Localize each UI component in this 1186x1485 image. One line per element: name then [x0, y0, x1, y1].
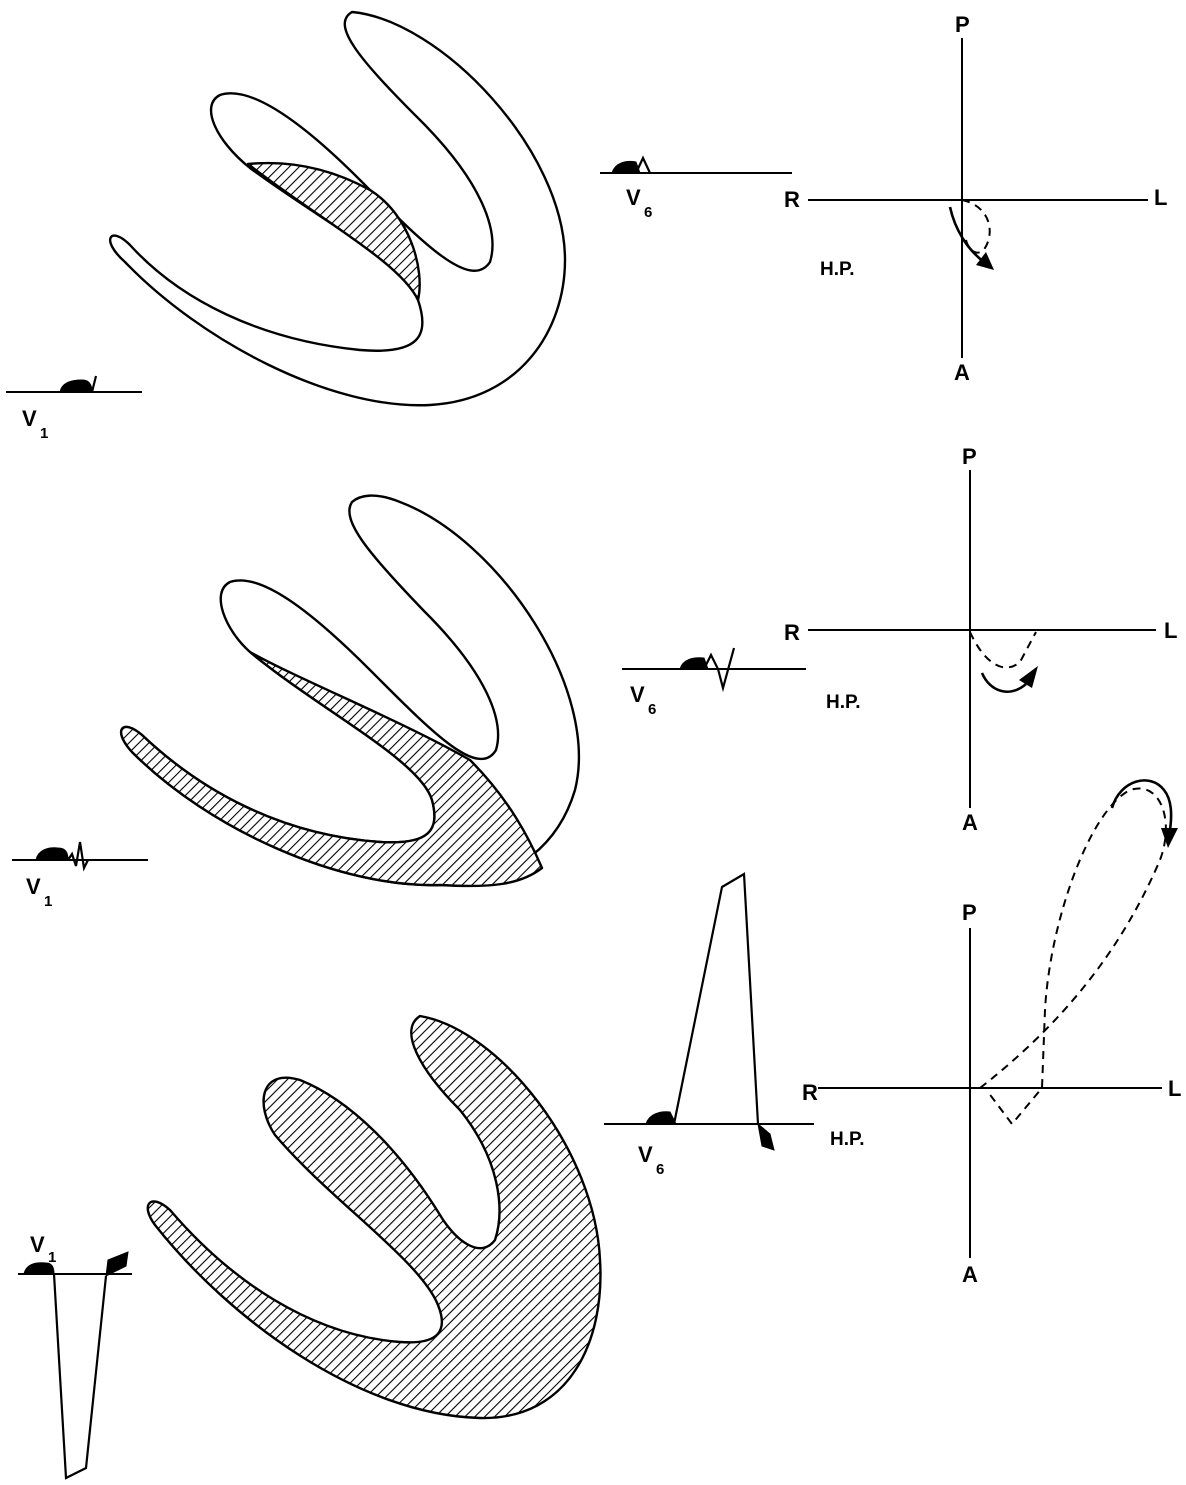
v6-tracing-2: V 6	[622, 648, 806, 718]
v1-subscript-3: 1	[48, 1249, 56, 1266]
plane-label-3: H.P.	[830, 1129, 865, 1150]
vector-plane-2: P A R L H.P.	[784, 444, 1177, 835]
vector-plane-3: P A R L H.P.	[802, 780, 1181, 1287]
v6-label-1: V	[626, 185, 641, 210]
v1-tracing-3: V 1	[18, 1232, 132, 1478]
panel-2: V 1 V 6 P A R L H.P.	[12, 444, 1177, 910]
axis-right-label-1: L	[1154, 185, 1167, 210]
v6-subscript-1: 6	[644, 204, 652, 221]
v6-subscript-2: 6	[648, 701, 656, 718]
axis-right-label-2: L	[1164, 618, 1177, 643]
v1-tracing-1: V 1	[6, 376, 142, 442]
heart-shaded-wall-3	[148, 1016, 601, 1418]
plane-label-1: H.P.	[820, 259, 855, 280]
v6-label-2: V	[630, 682, 645, 707]
heart-diagram-1	[110, 12, 565, 405]
axis-top-label-3: P	[962, 900, 977, 925]
axis-top-label-1: P	[955, 12, 970, 37]
vector-plane-1: P A R L H.P.	[784, 12, 1167, 385]
v6-label-3: V	[638, 1142, 653, 1167]
panel-3: V 1 V 6 P A R L H.P.	[18, 780, 1181, 1478]
v1-subscript-1: 1	[40, 425, 48, 442]
panel-1: V 1 V 6 P A R L H.P.	[6, 12, 1167, 442]
axis-right-label-3: L	[1168, 1076, 1181, 1101]
v1-label-1: V	[22, 406, 37, 431]
heart-diagram-2	[121, 496, 579, 886]
axis-left-label-1: R	[784, 187, 800, 212]
axis-top-label-2: P	[962, 444, 977, 469]
v1-subscript-2: 1	[44, 893, 52, 910]
heart-shaded-region-1	[248, 163, 420, 300]
v1-label-2: V	[26, 874, 41, 899]
heart-diagram-3	[148, 1016, 601, 1418]
v1-tracing-2: V 1	[12, 842, 148, 910]
axis-bottom-label-2: A	[962, 810, 978, 835]
v6-subscript-3: 6	[656, 1161, 664, 1178]
axis-bottom-label-1: A	[954, 360, 970, 385]
axis-left-label-2: R	[784, 620, 800, 645]
v6-tracing-3: V 6	[604, 874, 814, 1178]
axis-bottom-label-3: A	[962, 1262, 978, 1287]
axis-left-label-3: R	[802, 1080, 818, 1105]
v6-tracing-1: V 6	[600, 158, 792, 221]
v1-label-3: V	[30, 1232, 45, 1257]
plane-label-2: H.P.	[826, 692, 861, 713]
